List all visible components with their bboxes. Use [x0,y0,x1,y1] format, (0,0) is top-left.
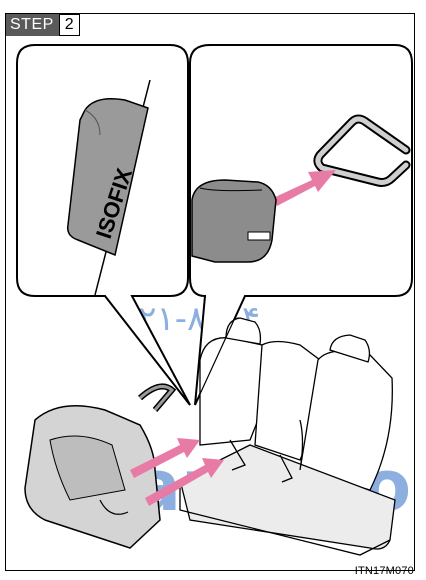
figure-code: ITN17M070 [355,565,414,577]
callout-left: ISOFIX [17,45,190,405]
rear-seat [180,318,395,555]
